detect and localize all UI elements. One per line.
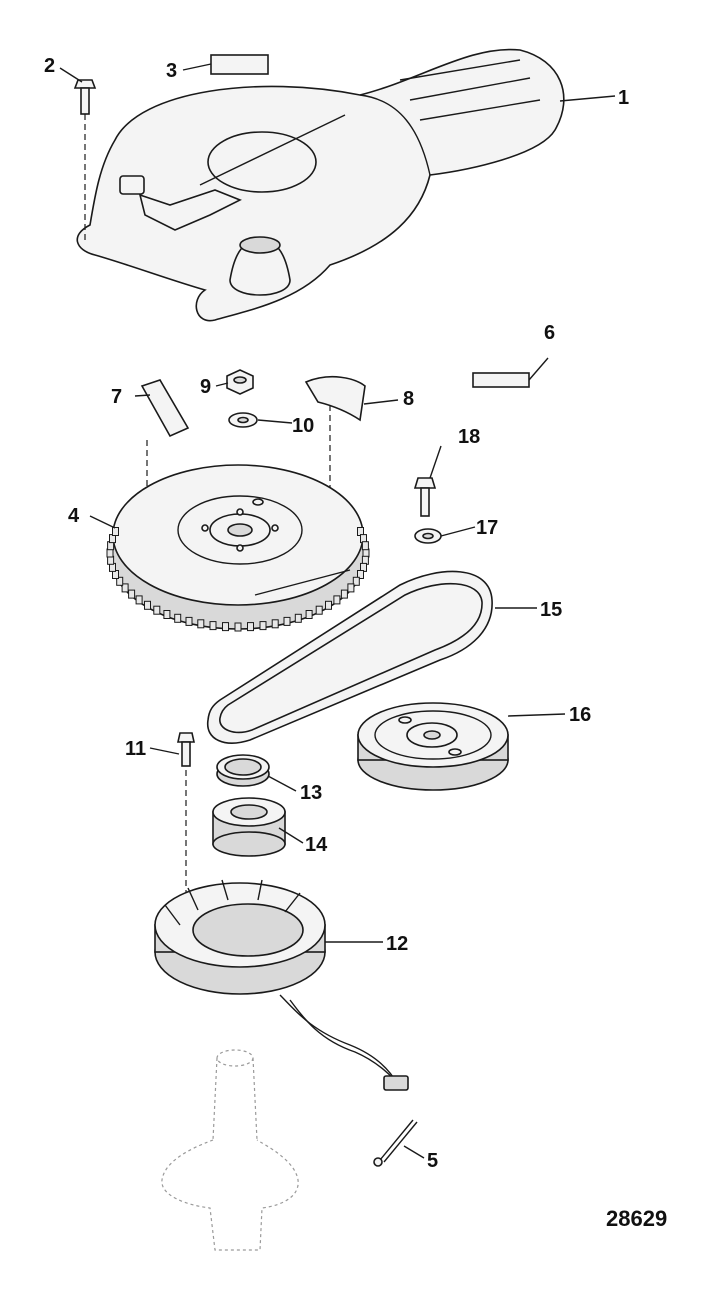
flywheel-tooth: [222, 622, 229, 632]
flywheel-tooth: [283, 616, 291, 626]
crankshaft-phantom: [161, 1049, 299, 1251]
flywheel-tooth: [315, 605, 323, 615]
flywheel-tooth: [121, 583, 129, 593]
decal-3: [210, 54, 269, 75]
flywheel-tooth: [135, 595, 143, 605]
callout-10: 10: [292, 415, 314, 437]
washer-17: [414, 528, 442, 650]
flywheel-tooth: [209, 621, 217, 631]
callout-18: 18: [458, 426, 480, 448]
flywheel-tooth: [340, 589, 348, 599]
screw-11: [177, 732, 195, 900]
decal-6: [472, 372, 530, 388]
flywheel-tooth: [234, 622, 242, 632]
pulley-16: [357, 702, 509, 791]
leader-lines: [59, 63, 616, 1159]
callout-2: 2: [44, 55, 55, 77]
callout-12: 12: [386, 933, 408, 955]
callout-4: 4: [68, 505, 80, 527]
flywheel-tooth: [271, 619, 279, 629]
flywheel-cover: [76, 48, 565, 322]
flywheel-tooth: [163, 610, 171, 619]
callout-9: 9: [200, 376, 211, 398]
callout-15: 15: [540, 599, 562, 621]
flywheel-tooth: [144, 600, 151, 610]
callout-5: 5: [427, 1150, 438, 1172]
flywheel-tooth: [305, 610, 313, 619]
flywheel-tooth: [112, 527, 119, 536]
callout-17: 17: [476, 517, 498, 539]
flywheel-tooth: [259, 621, 267, 631]
stator-12: [154, 879, 409, 1091]
flywheel-tooth: [333, 595, 341, 605]
timing-belt: [207, 570, 493, 744]
flywheel-tooth: [361, 541, 369, 551]
callout-6: 6: [544, 322, 555, 344]
callout-7: 7: [111, 386, 122, 408]
callout-3: 3: [166, 60, 177, 82]
timing-decal-7: [140, 379, 190, 438]
flywheel-tooth: [153, 605, 161, 615]
callout-1: 1: [618, 87, 629, 109]
flywheel-tooth: [347, 583, 355, 593]
flywheel-tooth: [197, 619, 205, 629]
callout-13: 13: [300, 782, 322, 804]
callout-16: 16: [569, 704, 591, 726]
flywheel-tooth: [325, 600, 332, 610]
flywheel-tooth: [247, 622, 254, 632]
flywheel-tooth: [174, 613, 182, 623]
flywheel-tooth: [352, 576, 360, 586]
callout-11: 11: [125, 738, 146, 760]
flywheel-tooth: [116, 576, 124, 586]
flywheel-tooth: [128, 589, 136, 599]
callout-14: 14: [305, 834, 328, 856]
spacer-ring-13: [216, 754, 270, 787]
flywheel-tooth: [294, 613, 302, 623]
decal-8: [304, 376, 366, 422]
cable-tie-5: [373, 1119, 418, 1167]
callout-8: 8: [403, 388, 414, 410]
crankshaft-pulley-14: [212, 797, 286, 857]
screw-2: [73, 79, 97, 240]
screw-18: [413, 477, 437, 517]
flywheel-tooth: [185, 616, 193, 626]
flywheel: [106, 405, 370, 632]
flywheel-tooth: [357, 570, 364, 579]
figure-number: 28629: [606, 1206, 667, 1231]
nut-9: [226, 369, 254, 395]
callout-labels: 1 2 3 4 5 6 7 8 9 10 11 12 13 14 15 16 1…: [44, 55, 629, 1172]
washer-10: [228, 412, 258, 428]
